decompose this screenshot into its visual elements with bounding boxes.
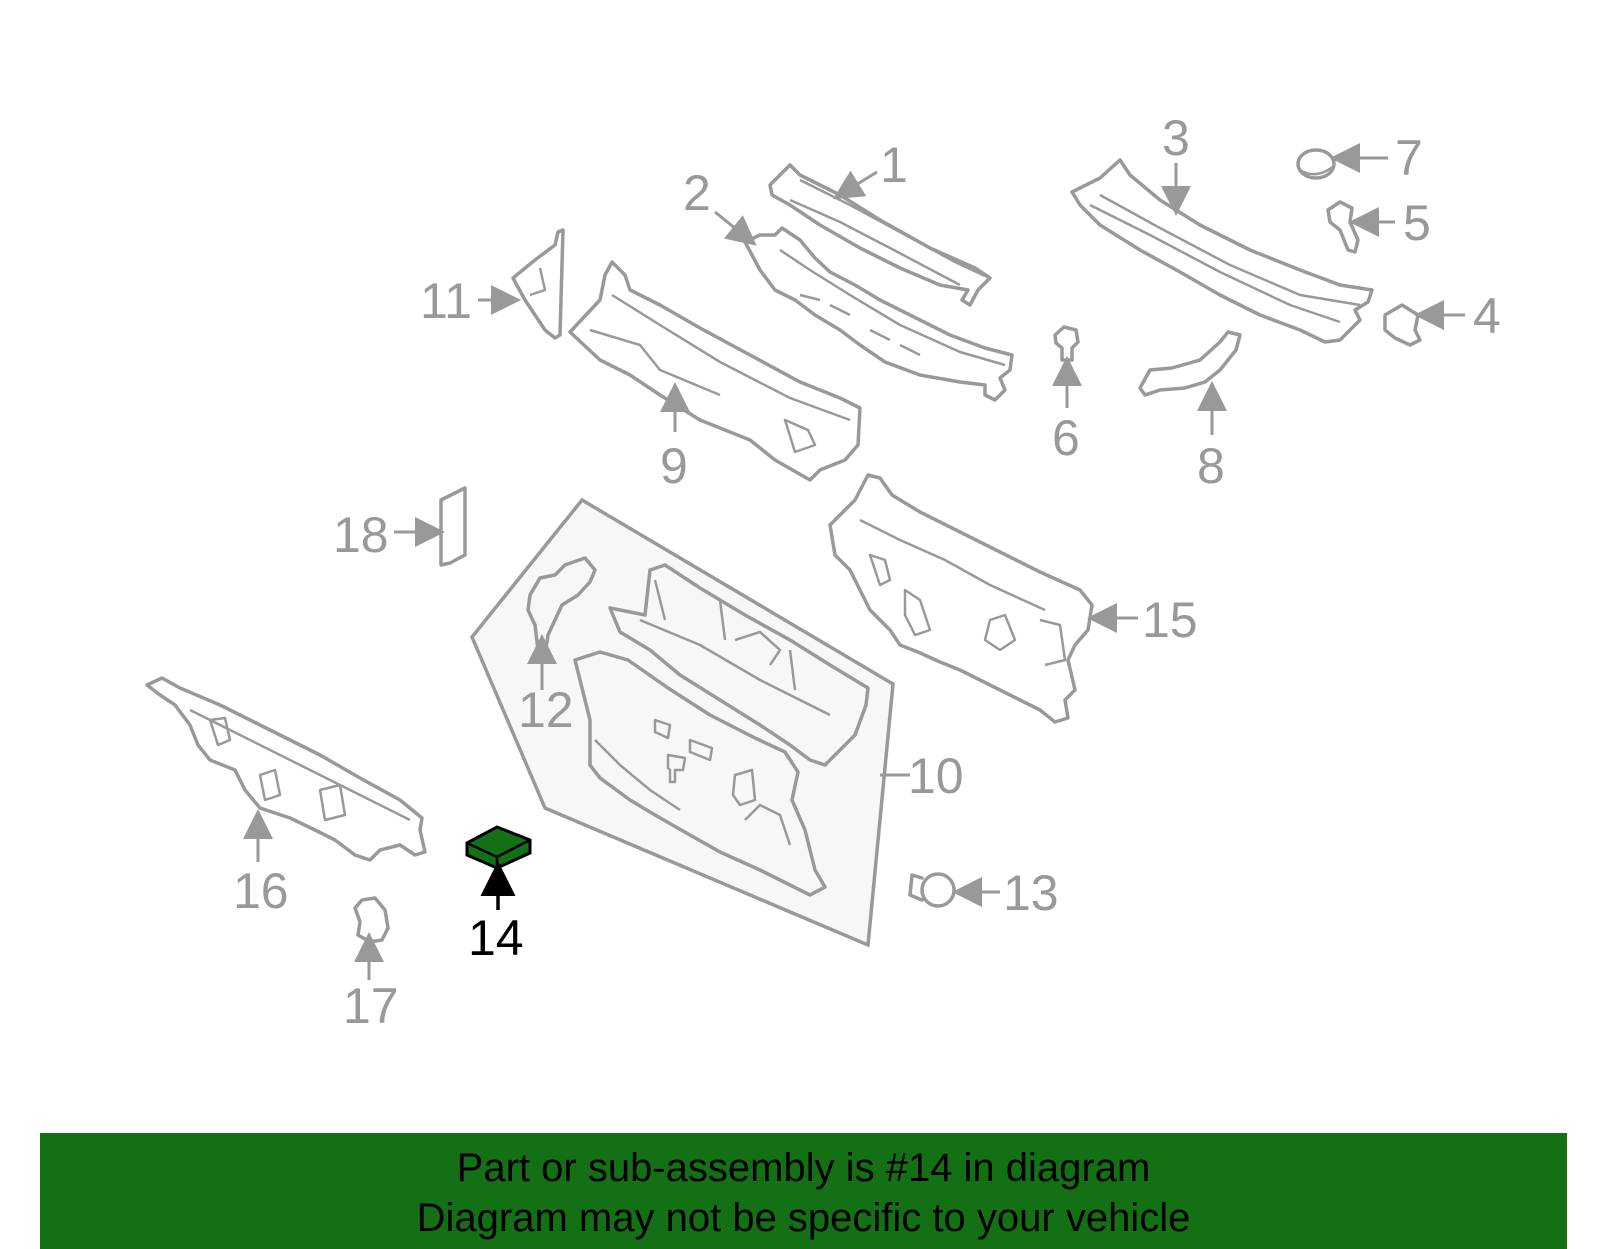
callout-2: 2: [683, 165, 711, 221]
part-18-pad[interactable]: [439, 486, 467, 567]
part-10-upper-panel[interactable]: [608, 563, 870, 767]
part-7-cap[interactable]: [1296, 148, 1336, 180]
callout-1: 1: [880, 137, 908, 193]
banner-disclaimer: Diagram may not be specific to your vehi…: [416, 1196, 1191, 1240]
callout-15: 15: [1142, 592, 1198, 648]
part-3-cowl-panel-right[interactable]: [1070, 158, 1374, 344]
callout-5: 5: [1403, 195, 1431, 251]
info-banner: Part or sub-assembly is #14 in diagram D…: [40, 1133, 1567, 1249]
callout-numbers: 1 2 3 4 5 6 7 8 9 10 11 12 13 14 15 16 1…: [233, 110, 1501, 1034]
part-4-clip[interactable]: [1383, 303, 1422, 347]
part-13-grommet[interactable]: [908, 872, 956, 908]
part-15-dash-insulator[interactable]: [828, 473, 1094, 724]
part-9-cowl-panel[interactable]: [568, 260, 862, 482]
callout-13: 13: [1003, 865, 1059, 921]
callout-14: 14: [468, 910, 524, 966]
part-16-dash-insulator[interactable]: [145, 676, 427, 862]
part-14-insulator[interactable]: [465, 825, 532, 870]
part-5-screw[interactable]: [1326, 200, 1360, 254]
part-10-assembly[interactable]: [469, 497, 895, 948]
callout-17: 17: [343, 978, 399, 1034]
callout-11: 11: [420, 273, 472, 329]
callout-6: 6: [1052, 410, 1080, 466]
part-10-dash-panel[interactable]: [573, 650, 827, 897]
callout-4: 4: [1473, 288, 1501, 344]
callout-7: 7: [1395, 130, 1423, 186]
callout-10: 10: [908, 748, 964, 804]
part-11-bracket[interactable]: [511, 228, 565, 340]
part-8-bracket[interactable]: [1138, 330, 1242, 397]
callout-3: 3: [1162, 110, 1190, 166]
callout-8: 8: [1197, 438, 1225, 494]
callout-16: 16: [233, 863, 289, 919]
leader-lines: [243, 143, 1465, 980]
part-2-cowl-grille[interactable]: [743, 226, 1014, 402]
callout-18: 18: [333, 507, 389, 563]
part-6-bolt[interactable]: [1053, 325, 1080, 362]
callout-9: 9: [660, 438, 688, 494]
part-17-clip[interactable]: [353, 896, 390, 944]
banner-part-note: Part or sub-assembly is #14 in diagram: [456, 1146, 1151, 1190]
callout-12: 12: [518, 682, 574, 738]
